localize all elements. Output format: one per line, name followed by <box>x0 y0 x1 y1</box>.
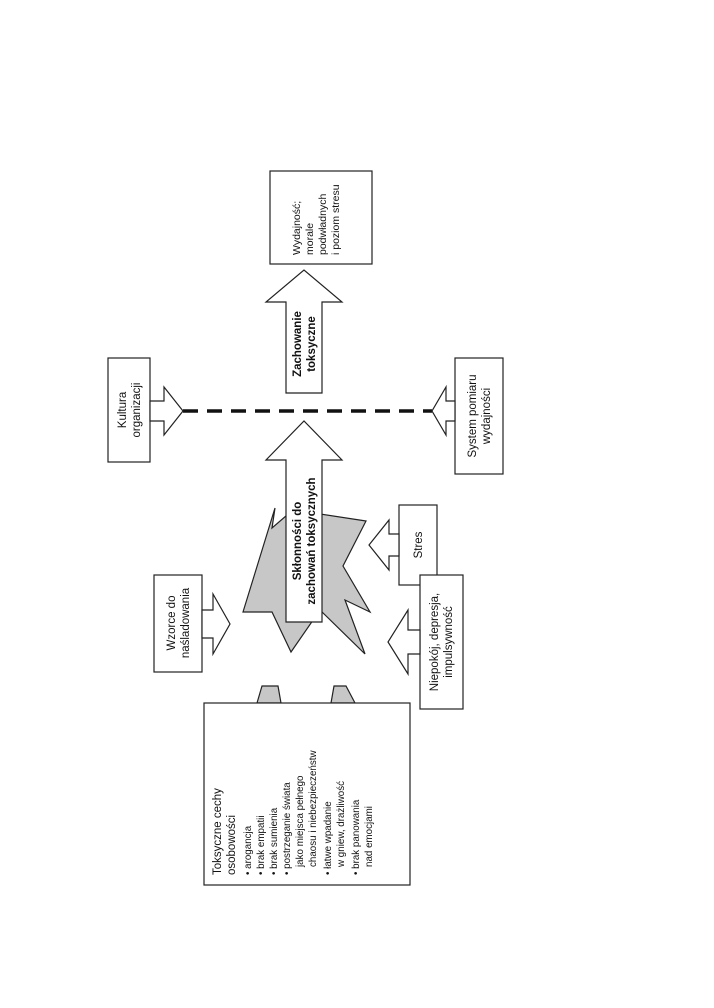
traits-title-1: Toksyczne cechy <box>212 788 224 875</box>
role-models-arrow <box>201 591 231 657</box>
traits-item-3: • brak sumienia <box>269 807 280 875</box>
traits-item-10: nad emocjami <box>364 806 375 867</box>
anxiety-arrow <box>387 607 421 677</box>
stress-arrow <box>368 518 400 572</box>
anxiety-line-2: impulsywność <box>443 606 455 678</box>
performance-line-1: Wydajność; <box>291 201 303 255</box>
performance-line-3: podwładnych <box>317 194 329 255</box>
role-models-box <box>153 574 203 673</box>
stress-box <box>398 504 438 586</box>
traits-item-4: • postrzeganie świata <box>282 782 293 875</box>
measurement-line-2: wydajności <box>481 388 493 445</box>
personality-traits-box <box>203 702 411 886</box>
traits-item-8: w gniew, drażliwość <box>336 781 347 868</box>
culture-line-2: organizacji <box>131 383 143 438</box>
anxiety-box <box>419 574 464 710</box>
traits-item-6: chaosu i niebezpieczeństw <box>308 750 319 867</box>
toxic-behavior-label-2: toksyczne <box>306 316 318 372</box>
performance-line-4: i poziom stresu <box>330 184 342 255</box>
measurement-line-1: System pomiaru <box>467 374 479 457</box>
toxic-tendencies-arrow <box>264 420 344 623</box>
toxic-tendencies-label-1: Skłonności do <box>292 502 304 581</box>
anxiety-line-1: Niepokój, depresja, <box>429 593 441 691</box>
performance-line-2: morale <box>304 223 316 255</box>
traits-item-5: jako miejsca pełnego <box>295 775 306 868</box>
traits-item-9: • brak panowania <box>351 799 362 875</box>
toxic-behavior-arrow <box>264 269 344 394</box>
measurement-arrow <box>431 384 456 438</box>
culture-arrow <box>149 385 184 437</box>
culture-line-1: Kultura <box>117 391 129 428</box>
toxic-behavior-label-1: Zachowanie <box>292 311 304 377</box>
measurement-box <box>454 357 504 475</box>
stress-label: Stres <box>413 531 425 558</box>
role-models-line-2: naśladowania <box>180 587 192 658</box>
performance-box <box>269 170 373 265</box>
traits-title-2: osobowości <box>226 815 238 875</box>
traits-item-7: • łatwe wpadanie <box>323 801 334 875</box>
role-models-line-1: Wzorce do <box>166 596 178 651</box>
traits-item-2: • brak empatii <box>256 815 267 875</box>
traits-item-1: • arogancja <box>243 825 254 875</box>
toxic-tendencies-label-2: zachowań toksycznych <box>306 477 318 604</box>
culture-box <box>107 357 151 463</box>
